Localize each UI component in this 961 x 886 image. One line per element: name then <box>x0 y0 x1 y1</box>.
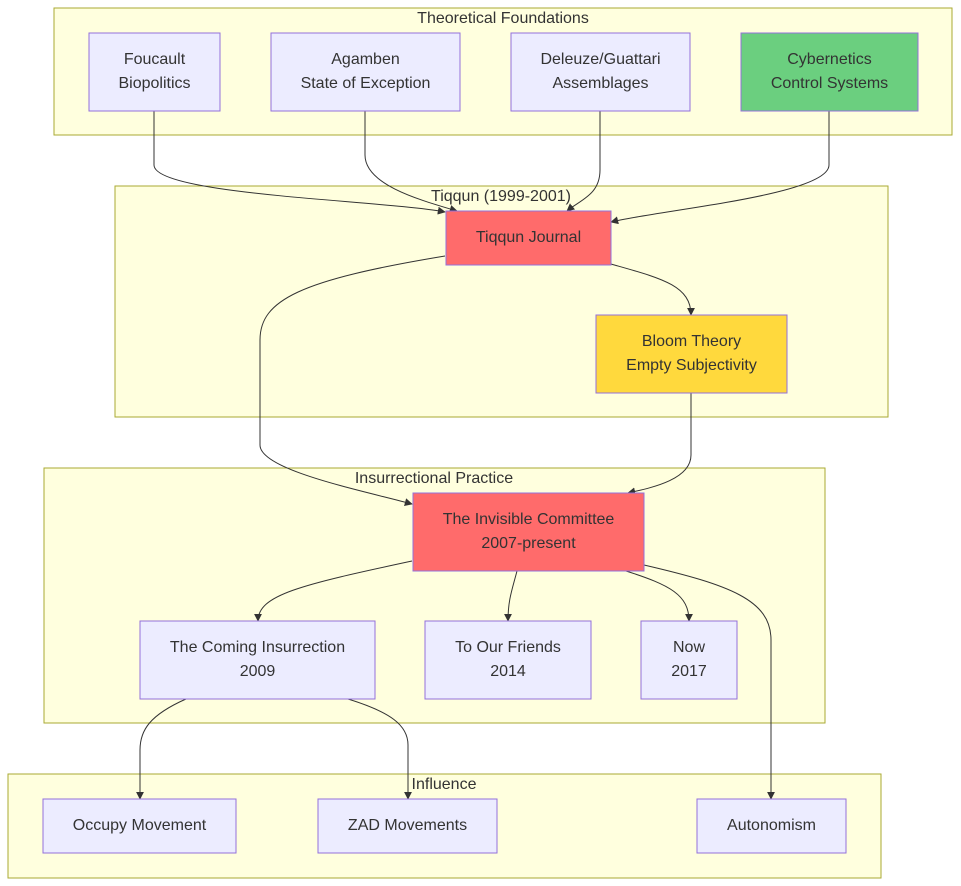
edge-agamben-to-tiqqun <box>364 111 458 213</box>
edge-invisible-to-friends <box>504 570 518 622</box>
node-label-line: 2009 <box>240 663 276 680</box>
node-label-line: 2017 <box>671 663 707 680</box>
node-label-line: To Our Friends <box>455 639 561 656</box>
edge-tiqqun-to-invisible <box>259 255 446 506</box>
cluster-label: Influence <box>412 776 477 793</box>
node-label-line: Agamben <box>331 51 400 68</box>
node-label-line: The Coming Insurrection <box>170 639 345 656</box>
edge-tiqqun-to-bloom <box>610 263 695 316</box>
node-tiqqun-journal[interactable]: Tiqqun Journal <box>445 210 612 266</box>
node-label-line: Tiqqun Journal <box>476 229 581 246</box>
cluster-label: Theoretical Foundations <box>417 10 589 27</box>
node-label-line: Foucault <box>124 51 186 68</box>
cluster-label: Insurrectional Practice <box>355 470 513 487</box>
edges <box>136 111 830 800</box>
node-label-line: Occupy Movement <box>73 817 207 834</box>
node-bloom-theory[interactable]: Bloom Theory Empty Subjectivity <box>595 314 788 394</box>
cluster-label: Tiqqun (1999-2001) <box>431 188 571 205</box>
edge-invisible-to-autonomism <box>643 564 775 800</box>
node-label-line: 2014 <box>490 663 526 680</box>
node-label-line: Assemblages <box>552 75 648 92</box>
edge-deleuze-to-tiqqun <box>566 111 601 212</box>
nodes: Foucault Biopolitics Agamben State of Ex… <box>42 32 919 854</box>
node-label-line: 2007-present <box>481 535 576 552</box>
node-label-line: Biopolitics <box>118 75 190 92</box>
node-to-our-friends[interactable]: To Our Friends 2014 <box>424 620 592 700</box>
node-autonomism[interactable]: Autonomism <box>696 798 847 854</box>
node-coming-insurrection[interactable]: The Coming Insurrection 2009 <box>139 620 376 700</box>
node-label-line: Bloom Theory <box>642 333 741 350</box>
node-label-line: Deleuze/Guattari <box>540 51 660 68</box>
node-label-line: Empty Subjectivity <box>626 357 757 374</box>
edge-foucault-to-tiqqun <box>153 111 446 215</box>
node-deleuze-guattari[interactable]: Deleuze/Guattari Assemblages <box>510 32 691 112</box>
node-occupy-movement[interactable]: Occupy Movement <box>42 798 237 854</box>
node-label-line: State of Exception <box>301 75 431 92</box>
node-label-line: Now <box>673 639 705 656</box>
node-label-line: ZAD Movements <box>348 817 467 834</box>
node-label-line: Control Systems <box>771 75 888 92</box>
edge-bloom-to-invisible <box>627 393 692 496</box>
edge-coming-to-zad <box>347 698 412 800</box>
node-cybernetics[interactable]: Cybernetics Control Systems <box>740 32 919 112</box>
node-foucault[interactable]: Foucault Biopolitics <box>88 32 221 112</box>
node-label-line: Autonomism <box>727 817 816 834</box>
edge-cybernetics-to-tiqqun <box>610 111 830 225</box>
edge-coming-to-occupy <box>136 698 187 800</box>
node-label-line: The Invisible Committee <box>443 511 615 528</box>
node-invisible-committee[interactable]: The Invisible Committee 2007-present <box>412 492 645 572</box>
node-zad-movements[interactable]: ZAD Movements <box>317 798 498 854</box>
edge-invisible-to-coming <box>254 560 413 622</box>
node-now[interactable]: Now 2017 <box>640 620 738 700</box>
node-agamben[interactable]: Agamben State of Exception <box>270 32 461 112</box>
edge-invisible-to-now <box>625 570 693 622</box>
node-label-line: Cybernetics <box>787 51 871 68</box>
